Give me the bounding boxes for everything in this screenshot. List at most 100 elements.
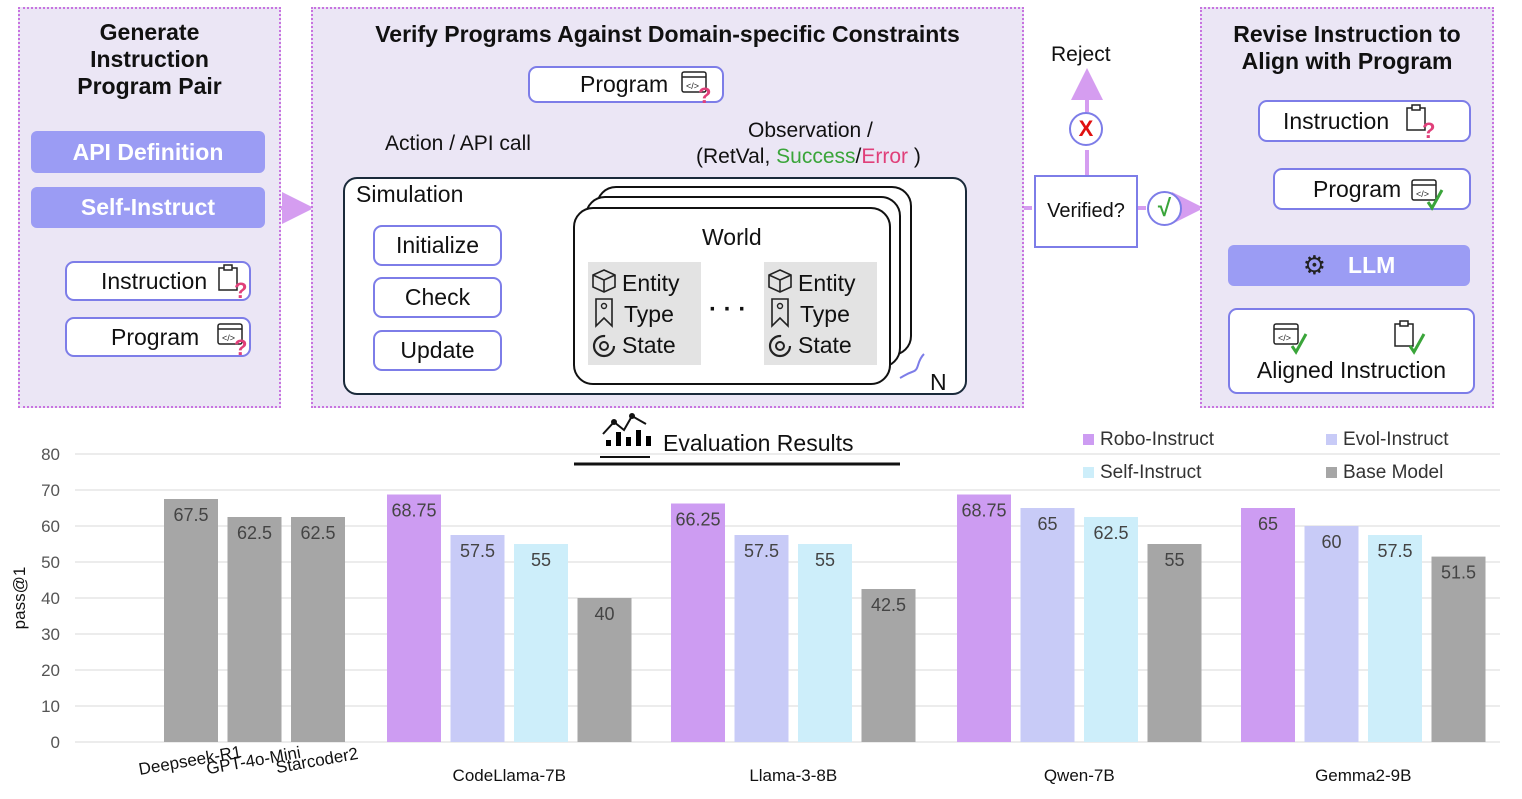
type-label-right: Type: [800, 301, 850, 327]
data-label: 66.25: [675, 510, 720, 530]
generate-title-line: Generate: [99, 19, 200, 45]
data-label: 57.5: [1377, 541, 1412, 561]
y-tick-label: 20: [41, 661, 60, 680]
svg-text:</>: </>: [1278, 333, 1291, 343]
bar: [798, 544, 852, 742]
state-icon: [768, 334, 792, 358]
observation-prefix: (RetVal,: [696, 145, 777, 168]
x-tick-label: Gemma2-9B: [1315, 766, 1411, 785]
legend-label: Self-Instruct: [1100, 462, 1202, 483]
svg-text:?: ?: [1422, 118, 1435, 140]
observation-slash: /: [855, 145, 862, 168]
chart-icon-bar: [606, 440, 611, 446]
type-label-left: Type: [624, 301, 674, 327]
program-label: Program: [111, 323, 200, 350]
bar: [514, 544, 568, 742]
revise-program-box: Program: [1273, 168, 1471, 210]
data-label: 51.5: [1441, 563, 1476, 583]
y-tick-label: 50: [41, 553, 60, 572]
data-label: 40: [594, 604, 614, 624]
y-tick-label: 0: [51, 733, 60, 752]
instruction-label: Instruction: [101, 267, 208, 294]
svg-text:?: ?: [234, 278, 247, 300]
observation-suffix: ): [908, 145, 921, 168]
entity-label-right: Entity: [798, 270, 856, 296]
bar: [671, 503, 725, 742]
bar: [1020, 508, 1075, 742]
bar: [1084, 517, 1138, 742]
y-axis-label: pass@1: [10, 567, 29, 630]
chart-icon-bar: [636, 430, 641, 446]
generate-title-line: Program Pair: [77, 73, 222, 99]
data-label: 68.75: [961, 501, 1006, 521]
revise-title: Revise Instruction to Align with Program: [1202, 21, 1492, 75]
y-tick-label: 70: [41, 481, 60, 500]
success-label: Success: [776, 145, 856, 168]
world-label: World: [702, 224, 762, 250]
state-label-right: State: [798, 332, 852, 358]
code-window-check-icon: </>: [1411, 179, 1444, 211]
clipboard-question-icon: ?: [1406, 104, 1435, 140]
action-label: Action / API call: [385, 132, 531, 155]
observation-label: Observation /: [748, 119, 873, 142]
chart-title: Evaluation Results: [663, 430, 854, 456]
verify-title: Verify Programs Against Domain-specific …: [375, 21, 960, 47]
verified-box: Verified?: [1034, 175, 1138, 248]
legend-swatch: [1083, 467, 1094, 478]
data-label: 55: [815, 550, 835, 570]
gear-icon: ⚙: [1302, 250, 1327, 280]
attribute-icons-right: [768, 269, 792, 358]
generate-title-line: Instruction: [90, 46, 209, 72]
check-box: Check: [373, 277, 502, 318]
y-tick-label: 10: [41, 697, 60, 716]
bar: [291, 517, 345, 742]
accept-circle: √: [1147, 191, 1182, 226]
legend-label: Robo-Instruct: [1100, 429, 1215, 450]
chart-icon-dot: [629, 413, 635, 419]
bar: [577, 598, 632, 742]
bar: [734, 535, 789, 742]
instruction-label: Instruction: [1283, 107, 1390, 134]
svg-text:</>: </>: [222, 333, 235, 343]
data-label: 68.75: [391, 501, 436, 521]
data-label: 62.5: [300, 523, 335, 543]
n-label: N: [930, 369, 947, 395]
chart-icon-bar: [646, 436, 651, 446]
bar: [387, 494, 441, 742]
data-label: 67.5: [173, 505, 208, 525]
svg-text:</>: </>: [686, 81, 699, 91]
svg-text:</>: </>: [1416, 189, 1429, 199]
bar: [227, 517, 282, 742]
state-label-left: State: [622, 332, 676, 358]
y-tick-label: 30: [41, 625, 60, 644]
simulation-label: Simulation: [356, 181, 464, 207]
y-tick-label: 60: [41, 517, 60, 536]
bar: [957, 494, 1011, 742]
code-window-question-icon: </> ?: [217, 323, 247, 356]
chart-icon-bar: [616, 432, 621, 446]
state-icon: [592, 334, 616, 358]
data-label: 42.5: [871, 595, 906, 615]
revise-instruction-box: Instruction: [1258, 100, 1471, 142]
bar: [1431, 556, 1486, 742]
aligned-instruction-box: Aligned Instruction: [1228, 308, 1475, 394]
x-tick-label: Llama-3-8B: [749, 766, 837, 785]
self-instruct-block: Self-Instruct: [31, 187, 265, 228]
bar: [450, 535, 505, 742]
svg-text:?: ?: [234, 335, 247, 356]
bar: [1147, 544, 1202, 742]
legend-label: Base Model: [1343, 462, 1443, 483]
chart-icon-bar: [626, 437, 631, 446]
cube-icon: [592, 269, 616, 293]
reject-label: Reject: [1051, 43, 1111, 66]
aligned-label: Aligned Instruction: [1256, 357, 1447, 383]
data-label: 62.5: [237, 523, 272, 543]
y-tick-label: 40: [41, 589, 60, 608]
data-label: 62.5: [1093, 523, 1128, 543]
revise-title-line: Align with Program: [1241, 48, 1453, 74]
update-box: Update: [373, 330, 502, 371]
bookmark-icon: [595, 298, 613, 328]
legend-swatch: [1326, 467, 1337, 478]
initialize-box: Initialize: [373, 225, 502, 266]
